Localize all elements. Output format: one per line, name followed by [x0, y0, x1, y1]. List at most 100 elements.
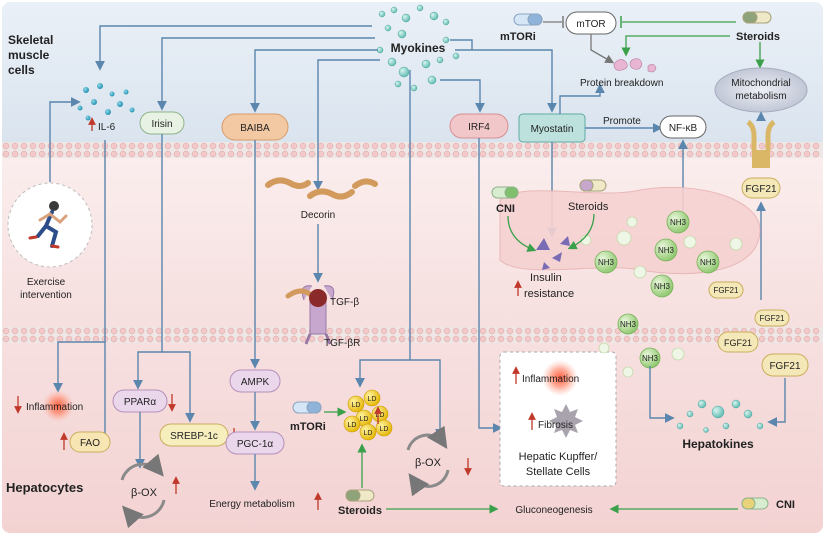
muscle-membrane: [2, 142, 823, 158]
svg-text:LD: LD: [376, 412, 385, 419]
mtor-label: mTOR: [576, 19, 605, 30]
mito-label-line1: Mitochondrial: [731, 78, 790, 89]
kupffer-title-line2: Stellate Cells: [526, 466, 591, 478]
irf4-label: IRF4: [468, 122, 490, 133]
fibrosis-label: Fibrosis: [538, 420, 573, 431]
svg-text:LD: LD: [348, 422, 357, 429]
irf4-to-kupffer-arrow: [478, 138, 503, 433]
hepatokines-label: Hepatokines: [682, 437, 754, 451]
muscle-title-line2: muscle: [8, 48, 50, 62]
steroids-pill-top: [742, 11, 772, 24]
box-cycle-1: [120, 453, 166, 529]
il6-to-inflammation-arrow: [53, 140, 106, 393]
srebp-node: [159, 423, 229, 447]
il6-label: IL-6: [98, 122, 116, 133]
ppara-label: PPARα: [124, 397, 156, 408]
kupffer-inflammation-label: Inflammation: [522, 374, 579, 385]
gluconeogenesis-label: Gluconeogenesis: [515, 505, 592, 516]
myokines-label: Myokines: [391, 41, 446, 55]
cni-to-insulin-arrow: [507, 215, 537, 252]
svg-text:LD: LD: [360, 416, 369, 423]
mito-label-line2: metabolism: [735, 91, 786, 102]
cni-pill-mid: [491, 186, 519, 199]
nfkb-node: [659, 115, 707, 139]
svg-text:NH3: NH3: [642, 354, 659, 363]
fgf21-mid-label: FGF21: [745, 184, 777, 195]
mtori-pill-top: [513, 13, 543, 26]
il6-particles: [77, 83, 135, 121]
steroids-to-insulin-arrow: [567, 213, 595, 250]
inflammation-glow: [42, 390, 74, 422]
liver-inflammation-label: Inflammation: [26, 402, 83, 413]
fgf21-node-1: [717, 331, 759, 353]
protein-breakdown-label: Protein breakdown: [580, 78, 663, 89]
kupffer-inflammation-glow: [542, 360, 578, 396]
srebp-label: SREBP-1c: [170, 431, 218, 442]
box-label-1: β-OX: [131, 487, 158, 499]
mtori-pill-liver: [292, 401, 322, 414]
insulin-resistance-cell: [499, 186, 761, 275]
fgf21-label-2: FGF21: [769, 361, 801, 372]
myostatin-to-protein-breakdown-arrow: [559, 83, 605, 114]
tgfb-receptor: [285, 285, 335, 345]
insulin-label-line2: resistance: [524, 288, 574, 300]
fao-node: [69, 431, 111, 453]
insulin-resistance-triangles: [536, 236, 570, 270]
myokine-particles: [376, 4, 460, 92]
decorin-label: Decorin: [301, 210, 335, 221]
cni-label-mid: CNI: [496, 203, 515, 215]
steroids-pill-mid: [579, 179, 607, 192]
myostatin-label: Myostatin: [531, 124, 574, 135]
steroids-label-mid: Steroids: [568, 201, 609, 213]
steroids-to-protein-arrow: [621, 35, 730, 57]
exercise-circle: [7, 182, 93, 268]
exercise-label-line2: intervention: [20, 290, 72, 301]
steroids-pill-bottom: [345, 489, 375, 502]
fgf21-label-1: FGF21: [724, 338, 752, 348]
svg-text:FGF21: FGF21: [714, 286, 739, 295]
box-label-2: β-OX: [415, 457, 442, 469]
irisin-to-srebp-arrow: [162, 351, 195, 423]
myokine-distribution-arrows: [95, 25, 557, 439]
promote-label: Promote: [603, 116, 641, 127]
mtori-label-liver: mTORi: [290, 421, 326, 433]
fgf21-to-hepatokines-arrow: [767, 378, 786, 427]
hepatokine-particles: [676, 399, 764, 433]
svg-text:NH3: NH3: [620, 320, 637, 329]
hepatocytes-title: Hepatocytes: [6, 480, 83, 495]
steroids-label-bottom: Steroids: [338, 505, 382, 517]
hepatocyte-membrane: [2, 327, 823, 343]
cni-pill-bottom: [741, 497, 769, 510]
fgf21-mid-node: [741, 177, 781, 199]
muscle-title-line3: cells: [8, 63, 35, 77]
protein-fragments: [613, 58, 657, 73]
tgfbr-label: TGF-βR: [324, 338, 360, 349]
box-cycle-2: [406, 425, 450, 497]
mtor-to-protein-arrow: [590, 34, 615, 64]
baiba-label: BAIBA: [240, 123, 270, 134]
nfkb-label: NF-κB: [669, 123, 698, 134]
nh3-to-hepatokines-arrow: [649, 366, 675, 423]
decorin-fibers: [265, 177, 378, 200]
svg-text:LD: LD: [352, 402, 361, 409]
exercise-to-il6-arrow: [49, 97, 81, 182]
steroids-label-top: Steroids: [736, 31, 780, 43]
tgfb-label: TGF-β: [330, 297, 359, 308]
fgf21-node-2: [761, 353, 809, 377]
svg-text:NH3: NH3: [658, 246, 675, 255]
liver-region: [2, 335, 823, 533]
svg-text:NH3: NH3: [598, 258, 615, 267]
insulin-label-line1: Insulin: [530, 272, 562, 284]
fibrosis-star: [549, 404, 583, 438]
svg-text:LD: LD: [368, 396, 377, 403]
svg-text:FGF21: FGF21: [760, 314, 785, 323]
svg-text:LD: LD: [364, 430, 373, 437]
svg-text:NH3: NH3: [670, 218, 687, 227]
cni-label-bottom: CNI: [776, 499, 795, 511]
mitochondria-shape: [714, 67, 808, 113]
